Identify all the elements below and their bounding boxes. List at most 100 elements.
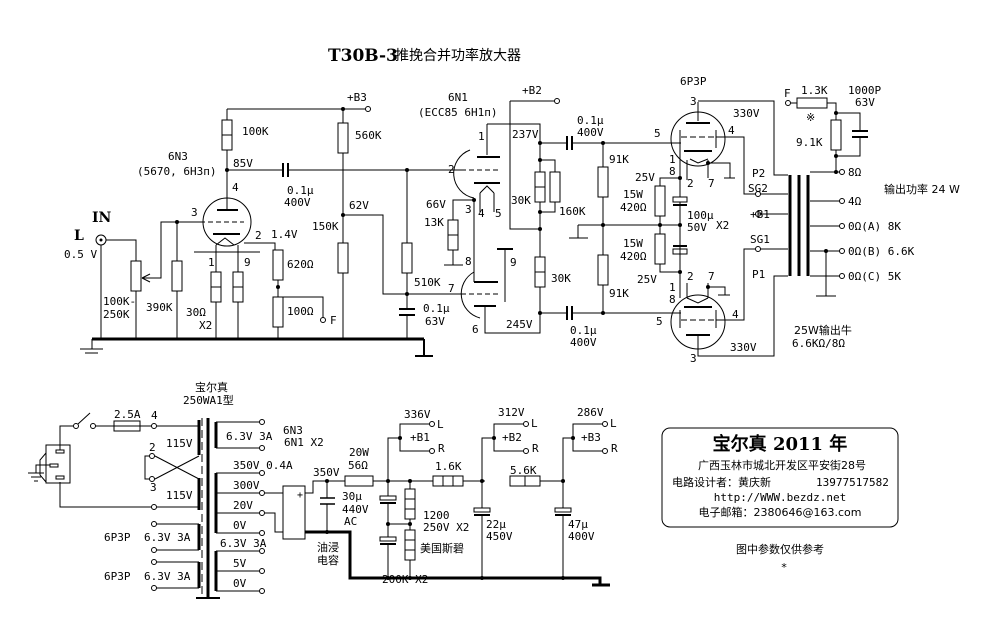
pin-label: 7 [448, 282, 455, 295]
label-drive-cap-bot: 0.1μ [570, 324, 597, 337]
pin-label: 4 [732, 308, 739, 321]
label-b1: +B1 [750, 208, 770, 221]
info-email[interactable]: 电子邮箱：2380646@163.com [699, 505, 862, 519]
label-66v: 66V [426, 198, 446, 211]
label-sec-0v-b: 0V [233, 577, 247, 590]
rail-l-label: L [531, 417, 538, 430]
power-switch[interactable] [77, 412, 91, 425]
pin-label: 1 [669, 281, 676, 294]
label-6n3-alt: (5670, 6H3п) [137, 165, 216, 178]
label-1.6k: 1.6K [435, 460, 462, 473]
label-13k: 13K [424, 216, 444, 229]
label-sg1: SG1 [750, 233, 770, 246]
label-drive-cap-top: 0.1μ [577, 114, 604, 127]
label-impedance: 6.6KΩ/8Ω [792, 337, 845, 350]
label-sec-6n3: 6N3 [283, 424, 303, 437]
label-450v: 450V [486, 530, 513, 543]
pin-label: 3 [690, 95, 697, 108]
tap-b: 0Ω(B) 6.6K [848, 245, 915, 258]
pin-label: 9 [510, 256, 517, 269]
label-sec-5v: 5V [233, 557, 247, 570]
label-6p3p: 6P3P [680, 75, 707, 88]
label-heater-tube-1: 6P3P [104, 531, 131, 544]
pin-label: 2 [687, 177, 694, 190]
label-sec-350v: 350V 0.4A [233, 459, 293, 472]
label-30u: 30μ [342, 490, 362, 503]
rail-r-label: R [611, 442, 618, 455]
pin-label: 4 [151, 409, 158, 422]
label-cap-63v: 63V [425, 315, 445, 328]
label-30k-a: 30K [511, 194, 531, 207]
label-91k-bot: 91K [609, 287, 629, 300]
resistor-200k-b [404, 529, 416, 561]
label-420-top: 420Ω [620, 201, 647, 214]
label-390k: 390K [146, 301, 173, 314]
label-rail-b2: +B2 [502, 431, 522, 444]
label-b3: +B3 [347, 91, 367, 104]
label-1.3k: 1.3K [801, 84, 828, 97]
tube-6n1-lower [460, 271, 481, 319]
drive-coupling: 0.1μ 400V 91K 91K 0.1μ 400V [540, 114, 680, 349]
label-420-bot: 420Ω [620, 250, 647, 263]
label-sg2: SG2 [748, 182, 768, 195]
tap-8ohm: 8Ω [848, 166, 862, 179]
label-47u: 47μ [568, 518, 588, 531]
info-url[interactable]: http://WWW.bezdz.net [714, 491, 846, 504]
info-designer: 电路设计者：黄庆新 [672, 475, 771, 489]
label-312v: 312V [498, 406, 525, 419]
tap-c: 0Ω(C) 5K [848, 270, 901, 283]
label-237v: 237V [512, 128, 539, 141]
label-22u: 22μ [486, 518, 506, 531]
pin-label: 7 [708, 177, 715, 190]
label-5.6k: 5.6K [510, 464, 537, 477]
pin-label: 1 [208, 256, 215, 269]
volume-pot[interactable] [130, 260, 142, 292]
label-fuse: 2.5A [114, 408, 141, 421]
rail-b2-r [523, 448, 529, 454]
label-25v-top: 25V [635, 171, 655, 184]
label-oil: 油浸 [317, 540, 339, 554]
label-channel-l: L [74, 228, 84, 244]
info-box: 宝尔真 2011 年 广西玉林市城北开发区平安街28号 电路设计者：黄庆新 13… [661, 427, 899, 574]
bridge-rectifier [282, 485, 306, 540]
resistor-56ohm [344, 475, 374, 487]
rail-r-label: R [532, 442, 539, 455]
label-9.1k: 9.1K [796, 136, 823, 149]
rail-l-label: L [610, 417, 617, 430]
label-160k: 160K [559, 205, 586, 218]
label-25w-ot: 25W输出牛 [794, 323, 852, 337]
pin-label: 4 [232, 181, 239, 194]
pin-label: 1 [478, 130, 485, 143]
pin-label: 2 [149, 441, 156, 454]
label-200k-x2: 200K X2 [382, 573, 428, 586]
label-20w: 20W [349, 446, 369, 459]
label-1000p: 1000P [848, 84, 881, 97]
label-cap1: 0.1μ [287, 184, 314, 197]
stage2: +B3 560K 62V 150K 510K 0.1μ 63V 6N1 (ECC… [312, 84, 586, 339]
pin-label: 3 [690, 352, 697, 365]
resistor-560k [337, 122, 349, 154]
label-100k: 100K [242, 125, 269, 138]
label-sec-6n1: 6N1 X2 [284, 436, 324, 449]
label-6n3: 6N3 [168, 150, 188, 163]
pin-label: 2 [448, 163, 455, 176]
label-heater-2: 6.3V 3A [144, 570, 191, 583]
stage1: 100K 85V 6N3 (5670, 6H3п) 0.1μ 400V 4 3 … [64, 108, 433, 357]
resistor-200k-a [404, 488, 416, 520]
rail-b1-l [429, 421, 435, 427]
label-620: 620Ω [287, 258, 314, 271]
resistor-100ohm [272, 296, 284, 328]
pin-label: 1 [669, 153, 676, 166]
resistor-91k-top [597, 166, 609, 198]
info-address: 广西玉林市城北开发区平安街28号 [698, 458, 866, 472]
pin-label: 4 [478, 207, 485, 220]
pin-label: 9 [244, 256, 251, 269]
rail-b3-l [602, 421, 608, 427]
label-pot2: 250K [103, 308, 130, 321]
label-330v-top: 330V [733, 107, 760, 120]
resistor-1.6k [432, 475, 464, 487]
output-stage: 6P3P 3 330V 5 4 2 7 1 8 25V 15W 420Ω 100… [620, 75, 782, 365]
rail-b3-r [602, 448, 608, 454]
power-supply: 宝尔真 250WA1型 2.5A 4 2 3 115V 115V [28, 380, 618, 599]
